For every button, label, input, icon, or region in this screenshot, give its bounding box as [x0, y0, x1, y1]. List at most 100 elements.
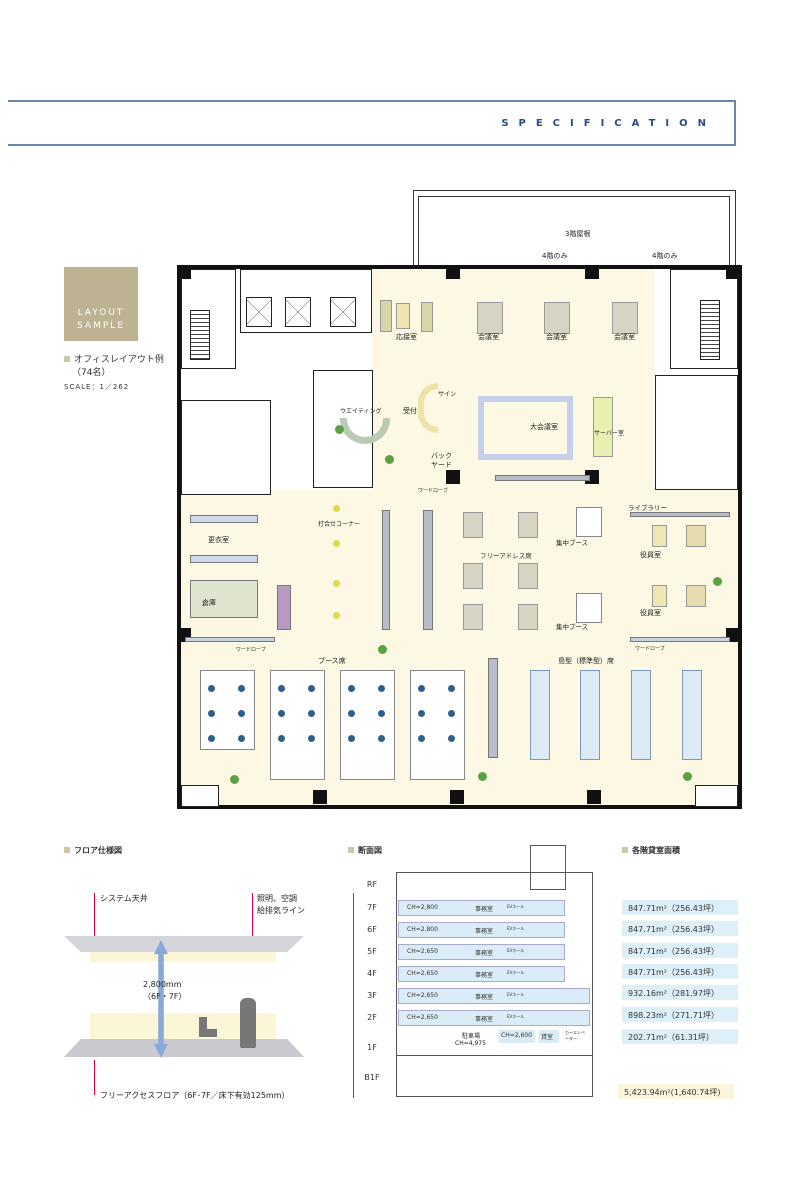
label-reception-room: 応接室 — [396, 333, 417, 341]
meeting-table — [544, 302, 570, 334]
roof-outline — [413, 190, 736, 268]
column — [585, 265, 599, 279]
restroom — [181, 400, 271, 495]
chair — [448, 710, 455, 717]
shelf — [488, 658, 498, 758]
hall: EVホール — [507, 970, 525, 975]
label-lighting: 照明、空調 — [257, 894, 297, 903]
chair — [208, 710, 215, 717]
chair — [278, 735, 285, 742]
chair — [238, 685, 245, 692]
label-backyard: バック — [431, 452, 452, 460]
core-room — [655, 375, 738, 490]
level-label: 1F — [367, 1043, 377, 1052]
chair — [418, 685, 425, 692]
area-row-2f: 898.23m²（271.71坪） — [622, 1007, 738, 1022]
stairs — [700, 300, 720, 360]
focus-booth — [576, 593, 602, 623]
level-label: B1F — [364, 1073, 380, 1082]
chair — [448, 735, 455, 742]
label-lighting: 給排気ライン — [257, 906, 305, 915]
label-focus-booth: 集中ブース — [556, 623, 589, 631]
label-height-floors: （6F・7F） — [143, 992, 187, 1001]
chair — [418, 710, 425, 717]
free-desk — [463, 512, 483, 538]
label-meeting-room: 会議室 — [478, 333, 499, 341]
capacity: （74名） — [72, 368, 111, 378]
building-section — [396, 872, 593, 1097]
bullet-icon — [622, 847, 628, 853]
label-meeting-corner: 打合せコーナー — [318, 521, 361, 528]
server-rack — [593, 397, 613, 457]
locker — [190, 555, 258, 563]
label-height: 2,800mm — [143, 980, 182, 989]
plant — [230, 775, 239, 784]
stair-tower — [530, 845, 566, 890]
chair — [208, 685, 215, 692]
light-band — [90, 952, 276, 962]
chair — [308, 735, 315, 742]
chair — [208, 735, 215, 742]
chair — [278, 685, 285, 692]
areas-title: 各階貸室面積 — [622, 845, 680, 856]
column — [446, 470, 460, 484]
shelf — [423, 510, 433, 630]
floor-spec-title: フロア仕様図 — [64, 845, 122, 856]
free-desk — [463, 563, 483, 589]
hall: EVホール — [507, 1014, 525, 1019]
parking-ch: CH=4,975 — [455, 1040, 486, 1047]
label-library: ライブラリー — [628, 504, 667, 512]
label-focus-booth: 集中ブース — [556, 539, 589, 547]
level-label: RF — [366, 880, 378, 889]
label-sign: サイン — [438, 391, 457, 398]
free-desk — [518, 512, 538, 538]
room: 事務室 — [475, 950, 494, 957]
chair — [308, 685, 315, 692]
plant — [713, 577, 722, 586]
storage-shelves — [190, 580, 258, 618]
bullet-icon — [64, 847, 70, 853]
title-text: フロア仕様図 — [74, 846, 122, 855]
hall: EVホール — [507, 948, 525, 953]
chair — [378, 685, 385, 692]
executive-table — [652, 585, 667, 607]
label-reception: 受付 — [403, 407, 417, 415]
level-label: 2F — [367, 1013, 377, 1022]
label-backyard: ヤード — [431, 461, 452, 469]
column — [726, 265, 740, 279]
ceiling-panel — [64, 936, 304, 952]
level-label: 4F — [367, 969, 377, 978]
hall: EVホール — [507, 992, 525, 997]
chair — [348, 710, 355, 717]
free-desk — [463, 604, 483, 630]
caption-text: オフィスレイアウト例 — [74, 355, 164, 365]
chair — [238, 710, 245, 717]
car-elevator-label: カーエレベーター — [565, 1030, 585, 1041]
area-row-4f: 847.71m²（256.43坪） — [622, 964, 738, 979]
chair — [278, 710, 285, 717]
label-free-address: フリーアドレス席 — [480, 552, 532, 560]
meeting-table — [612, 302, 638, 334]
rental-ch: CH=2,600 — [499, 1030, 535, 1043]
wall — [177, 265, 181, 809]
level-label: 3F — [367, 991, 377, 1000]
elevator — [285, 297, 311, 327]
chair — [238, 735, 245, 742]
chair — [448, 685, 455, 692]
room: 事務室 — [475, 972, 494, 979]
roof-inner — [418, 196, 730, 268]
plant — [683, 772, 692, 781]
meeting-chair — [333, 505, 340, 512]
standing-person-icon — [240, 998, 256, 1048]
locker — [190, 515, 258, 523]
wall — [738, 265, 742, 809]
room: 事務室 — [475, 994, 494, 1001]
plant — [385, 455, 394, 464]
ceiling-height: CH=2,800 — [407, 926, 438, 933]
